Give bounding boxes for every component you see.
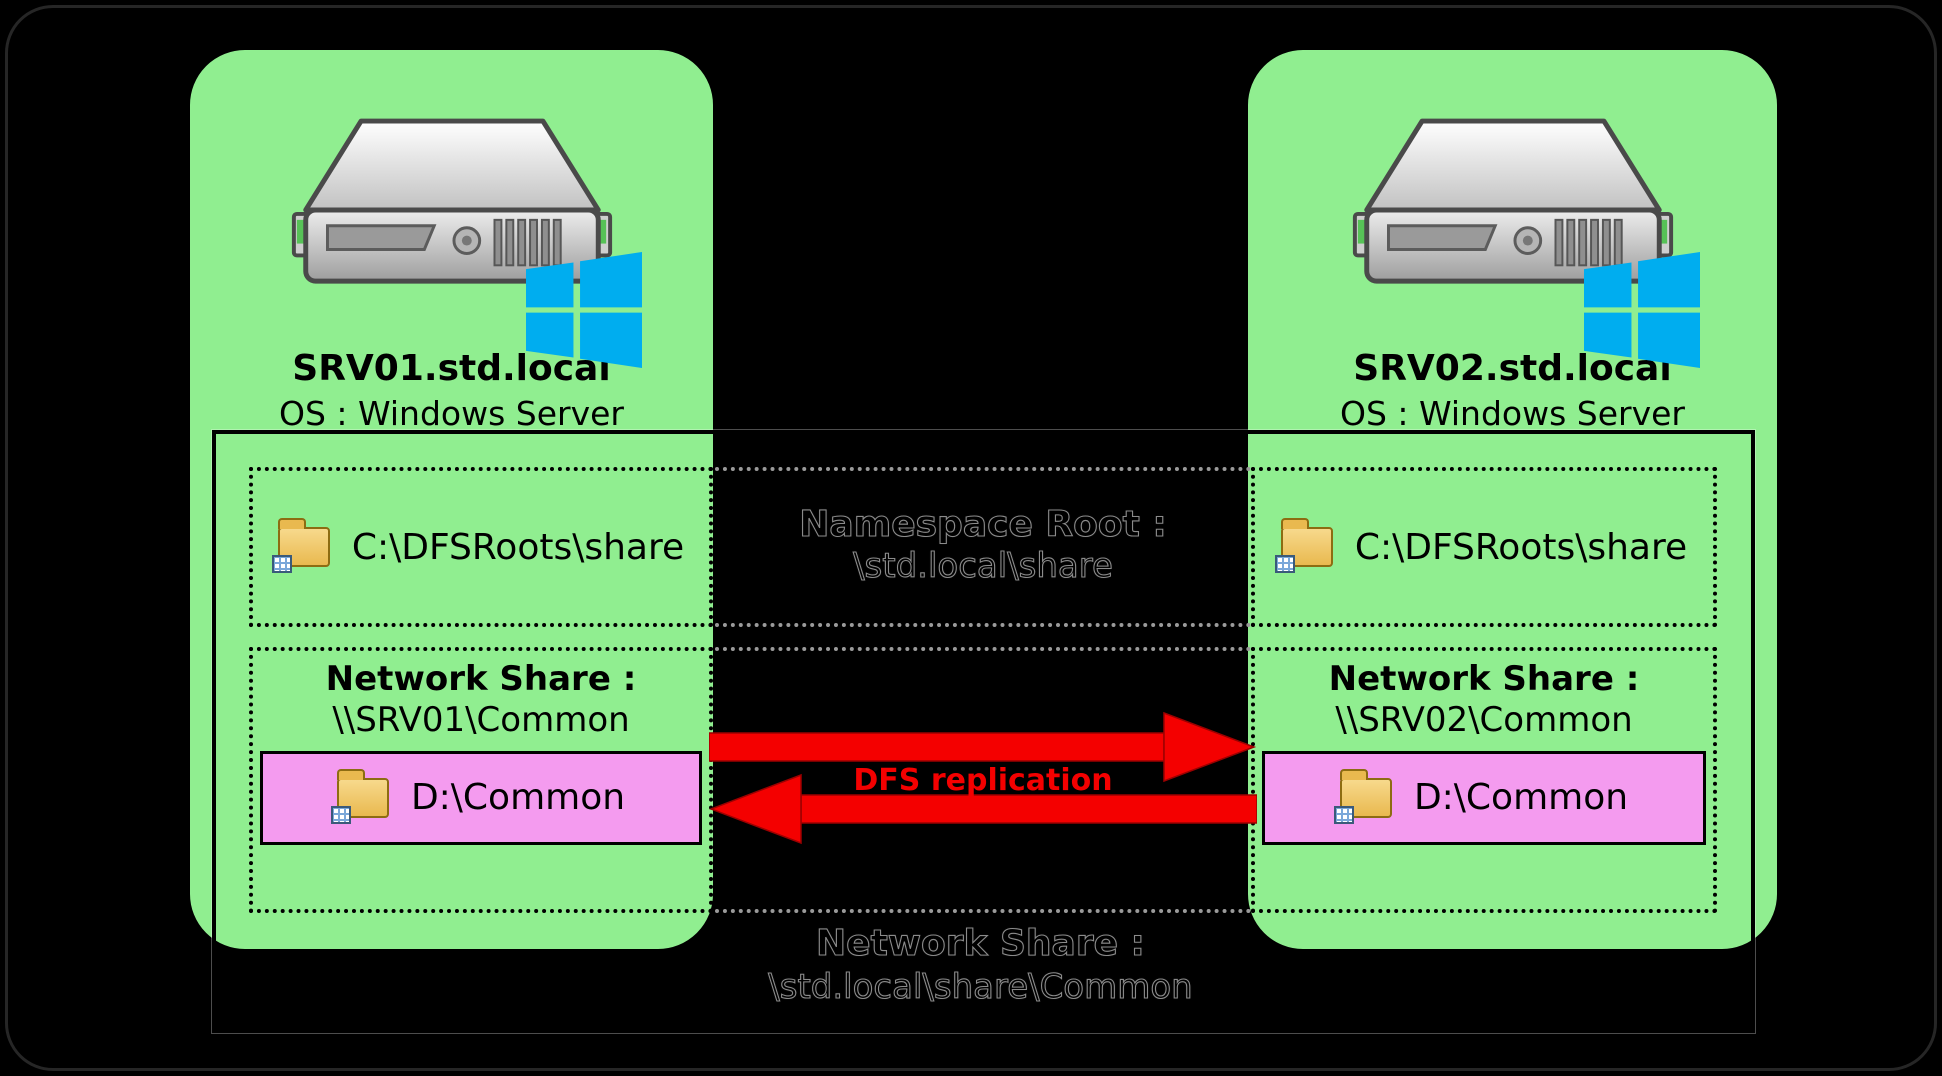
server-icon (284, 108, 620, 308)
dfs-namespace-boundary-box (211, 429, 1756, 1034)
namespace-root-label: Namespace Root : \std.local\share (715, 503, 1251, 587)
folder-grid-badge (1333, 805, 1354, 824)
network-share-box-srv02: Network Share : \\SRV02\Common D:\Common (1251, 647, 1717, 913)
server-icon (1345, 108, 1681, 308)
dfs-network-share-title: Network Share : (815, 922, 1145, 964)
namespace-connector-top (715, 467, 1251, 471)
arrow-left-body (800, 794, 1257, 824)
network-share-path: \\SRV02\Common (1335, 699, 1633, 740)
server-os: OS : Windows Server (1339, 394, 1686, 433)
folder-icon (1333, 768, 1392, 824)
namespace-root-box-srv02: C:\DFSRoots\share (1251, 467, 1717, 627)
local-folder-path: D:\Common (1413, 777, 1629, 819)
arrow-left-head (709, 773, 802, 845)
dfs-network-share-path: \std.local\share\Common (768, 966, 1194, 1007)
namespace-root-title: Namespace Root : (799, 503, 1168, 545)
namespace-root-box-srv01: C:\DFSRoots\share (249, 467, 713, 627)
folder-icon (271, 518, 330, 573)
namespace-folder-path: C:\DFSRoots\share (1354, 526, 1688, 568)
folder-grid-badge (271, 555, 292, 573)
local-folder-box-srv01: D:\Common (260, 750, 702, 845)
namespace-connector-bottom (715, 623, 1251, 627)
folder-icon (330, 768, 389, 824)
dfs-network-share-label: Network Share : \std.local\share\Common (716, 921, 1245, 1009)
dfs-replication-label: DFS replication (853, 763, 1113, 798)
network-share-title: Network Share : (325, 659, 637, 699)
network-share-title: Network Share : (1328, 659, 1640, 699)
namespace-root-path: \std.local\share (853, 546, 1114, 587)
arrow-right-body (709, 732, 1165, 762)
namespace-folder-path: C:\DFSRoots\share (351, 526, 685, 568)
arrow-right-head (1163, 711, 1257, 783)
share-connector-top (715, 647, 1251, 651)
local-folder-path: D:\Common (410, 777, 626, 819)
server-os: OS : Windows Server (278, 394, 625, 433)
local-folder-box-srv02: D:\Common (1262, 750, 1706, 845)
windows-logo-icon (1584, 252, 1700, 368)
folder-icon (1274, 518, 1333, 573)
replication-arrows (709, 711, 1257, 845)
network-share-box-srv01: Network Share : \\SRV01\Common D:\Common (249, 647, 713, 913)
windows-logo-icon (526, 252, 642, 368)
share-connector-bottom (715, 909, 1251, 913)
folder-grid-badge (1274, 555, 1295, 573)
folder-grid-badge (330, 805, 351, 824)
network-share-path: \\SRV01\Common (332, 699, 630, 740)
